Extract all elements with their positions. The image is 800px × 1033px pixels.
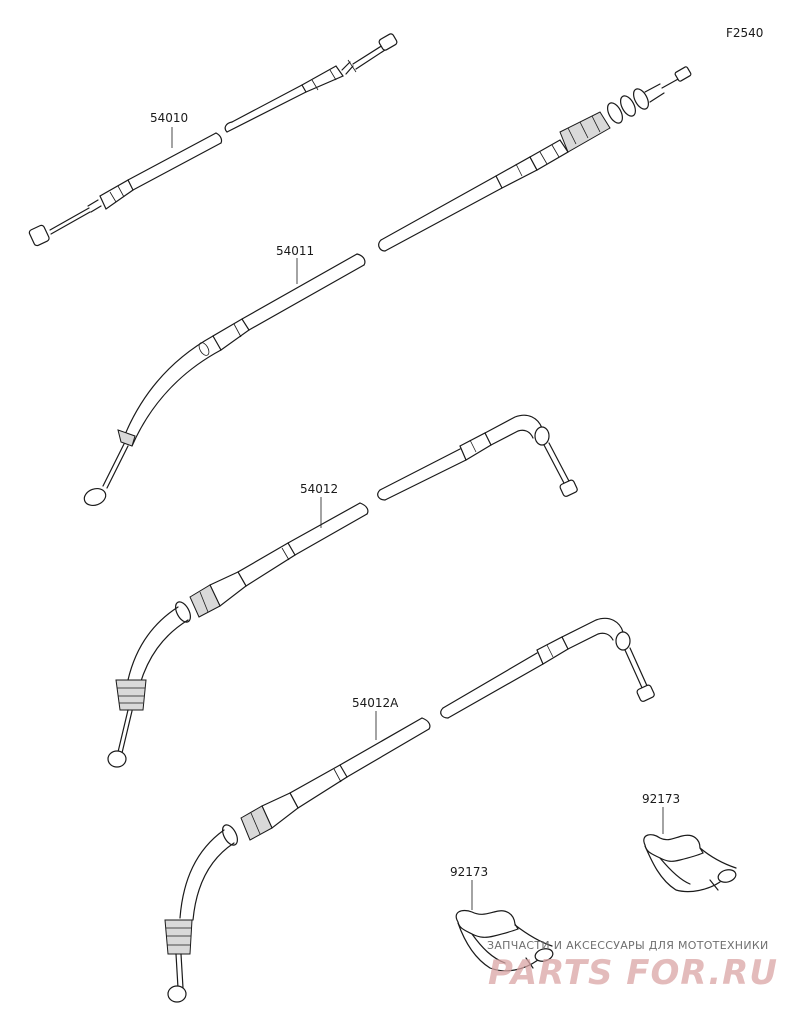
cable-54010: 54010 <box>28 33 398 247</box>
watermark-tagline: ЗАПЧАСТИ И АКСЕССУАРЫ ДЛЯ МОТОТЕХНИКИ <box>487 939 769 952</box>
part-number-92173-upper: 92173 <box>642 792 680 806</box>
part-number-92173-lower: 92173 <box>450 865 488 879</box>
clamp-92173-lower: 92173 <box>450 865 554 972</box>
cable-54011: 54011 <box>83 66 692 507</box>
watermark-brand: PARTS FOR.RU <box>488 953 778 993</box>
part-number-54012A: 54012A <box>352 696 399 710</box>
watermark: ЗАПЧАСТИ И АКСЕССУАРЫ ДЛЯ МОТОТЕХНИКИ PA… <box>487 939 778 993</box>
figure-code: F2540 <box>726 26 763 40</box>
cable-54012A: 54012A <box>164 617 655 1003</box>
clamp-92173-upper: 92173 <box>642 792 737 893</box>
part-number-54012: 54012 <box>300 482 338 496</box>
part-number-54011: 54011 <box>276 244 314 258</box>
part-number-54010: 54010 <box>150 111 188 125</box>
cable-54012: 54012 <box>107 414 578 768</box>
